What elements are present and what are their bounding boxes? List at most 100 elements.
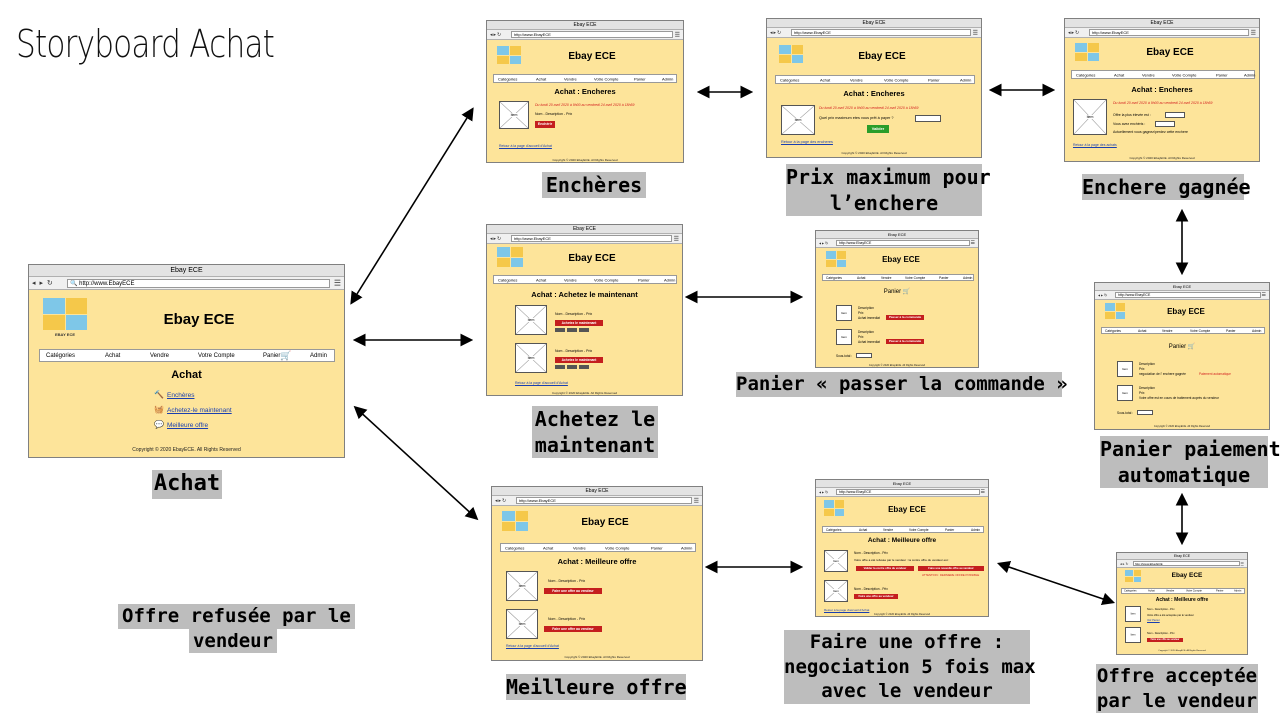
nav-vendre[interactable]: Vendre [881,275,892,280]
nav-panier[interactable]: Panier [651,545,663,550]
nav-vendre[interactable]: Vendre [573,545,586,550]
nav-achat[interactable]: Achat [543,545,554,550]
nav-achat[interactable]: Achat [105,352,121,359]
nav-buttons-icon[interactable]: ◂ ▸ ↻ [32,280,54,287]
nav-categories[interactable]: Catégories [498,76,518,81]
valider-button[interactable]: Valider [867,125,889,133]
nav-categories[interactable]: Catégories [505,545,525,550]
retour-link[interactable]: Retour à la page d'accueil d'Achat [515,381,568,385]
url-field[interactable]: http://www.EbayECE [791,29,971,36]
nav-vendre[interactable]: Vendre [1162,328,1173,333]
nav-panier[interactable]: Panier [1216,72,1228,77]
hamburger-icon[interactable]: ☰ [333,278,341,288]
achetez-button[interactable]: Achetez le maintenant [555,320,603,326]
nav-buttons-icon[interactable]: ◂▸↻ [1120,561,1130,566]
cart-icon[interactable]: 🛒 [280,350,292,360]
nav-buttons-icon[interactable]: ◂▸↻ [770,29,783,36]
retour-ench-link[interactable]: Retour à la page des encheres [781,140,833,144]
encherir-button[interactable]: Enchérir [535,121,555,128]
nav-achat[interactable]: Achat [536,76,547,81]
url-field[interactable]: http://www.EbayECE [1133,561,1240,566]
nav-achat[interactable]: Achat [820,77,831,82]
qty-box[interactable] [555,328,565,332]
nav-achat[interactable]: Achat [1114,72,1125,77]
nav-categories[interactable]: Catégories [46,352,76,359]
faire-offre-button[interactable]: Faire une offre au vendeur [544,626,602,632]
nav-compte[interactable]: Votre Compte [884,77,909,82]
link-encheres[interactable]: Enchères [167,392,195,399]
link-meilleure[interactable]: Meilleure offre [167,422,209,429]
nav-admin[interactable]: Admin [1252,328,1262,333]
qty-box[interactable] [579,328,589,332]
nav-panier[interactable]: Panier [939,275,949,280]
nouvelle-offre-button[interactable]: Faire une nouvelle offre au vendeur [918,566,984,571]
hamburger-icon[interactable]: ☰ [1240,561,1244,566]
nav-buttons-icon[interactable]: ◂▸↻ [819,489,830,495]
hamburger-icon[interactable]: ☰ [693,498,699,504]
nav-compte[interactable]: Votre Compte [594,76,619,81]
nav-admin[interactable]: Admin [1234,589,1242,593]
nav-categories[interactable]: Catégories [498,277,518,282]
nav-admin[interactable]: Admin [310,352,328,359]
qty-box[interactable] [567,328,577,332]
nav-admin[interactable]: Admin [662,76,674,81]
hamburger-icon[interactable]: ☰ [972,30,978,36]
faire-offre-button[interactable]: Faire une offre au vendeur [1147,638,1183,642]
nav-vendre[interactable]: Vendre [564,277,577,282]
nav-compte[interactable]: Votre Compte [909,527,929,532]
nav-buttons-icon[interactable]: ◂▸↻ [1068,29,1081,36]
nav-categories[interactable]: Catégories [1076,72,1096,77]
hamburger-icon[interactable]: ☰ [1261,292,1266,298]
nav-admin[interactable]: Admin [963,275,973,280]
nav-vendre[interactable]: Vendre [564,76,577,81]
nav-panier[interactable]: Panier [1226,328,1236,333]
nav-panier[interactable]: Panier [1216,589,1224,593]
url-field[interactable]: http://www.EbayECE [836,240,970,246]
retour-link[interactable]: Retour à la page d'accueil d'Achat [824,608,870,612]
nav-panier[interactable]: Panier [634,76,646,81]
retour-link[interactable]: Retour à la page d'accueil d'Achat [499,144,552,148]
prix-input[interactable] [915,115,941,122]
nav-panier[interactable]: Panier [945,527,955,532]
url-field[interactable]: http://www.EbayECE [836,489,980,495]
qty-box[interactable] [567,365,577,369]
url-field[interactable]: 🔍 http://www.EbayECE [67,279,330,288]
hamburger-icon[interactable]: ☰ [970,240,975,246]
nav-admin[interactable]: Admin [681,545,693,550]
nav-achat[interactable]: Achat [1138,328,1147,333]
url-field[interactable]: http://www.EbayECE [516,497,692,504]
nav-vendre[interactable]: Vendre [150,352,170,359]
nav-categories[interactable]: Catégories [826,527,842,532]
url-field[interactable]: http://www.EbayECE [1115,292,1261,298]
hamburger-icon[interactable]: ☰ [980,489,985,495]
nav-admin[interactable]: Admin [664,277,676,282]
nav-categories[interactable]: Catégories [780,77,800,82]
passer-commande-button[interactable]: Passer à la commande [886,315,924,320]
nav-vendre[interactable]: Vendre [1142,72,1155,77]
nav-buttons-icon[interactable]: ◂▸↻ [1098,292,1109,298]
nav-compte[interactable]: Votre Compte [198,352,235,359]
nav-panier[interactable]: Panier [638,277,650,282]
hamburger-icon[interactable]: ☰ [674,32,680,38]
nav-categories[interactable]: Catégories [1124,589,1137,593]
retour-achats-link[interactable]: Retour à la page des achats [1073,143,1117,147]
nav-buttons-icon[interactable]: ◂▸↻ [490,31,503,38]
nav-admin[interactable]: Admin [971,527,981,532]
hamburger-icon[interactable]: ☰ [1250,30,1256,36]
nav-achat[interactable]: Achat [857,275,866,280]
nav-achat[interactable]: Achat [1148,589,1155,593]
nav-buttons-icon[interactable]: ◂▸↻ [490,235,503,242]
qty-box[interactable] [579,365,589,369]
faire-offre-button[interactable]: Faire une offre au vendeur [544,588,602,594]
nav-vendre[interactable]: Vendre [850,77,863,82]
nav-achat[interactable]: Achat [536,277,547,282]
valider-contre-offre-button[interactable]: Valider la contre offre du vendeur [856,566,914,571]
qty-box[interactable] [555,365,565,369]
nav-admin[interactable]: Admin [960,77,972,82]
url-field[interactable]: http://www.EbayECE [511,235,672,242]
nav-compte[interactable]: Votre Compte [1190,328,1211,333]
nav-buttons-icon[interactable]: ◂▸↻ [495,497,508,504]
nav-panier[interactable]: Panier [263,352,281,359]
nav-vendre[interactable]: Vendre [1166,589,1175,593]
nav-buttons-icon[interactable]: ◂▸↻ [819,240,830,246]
